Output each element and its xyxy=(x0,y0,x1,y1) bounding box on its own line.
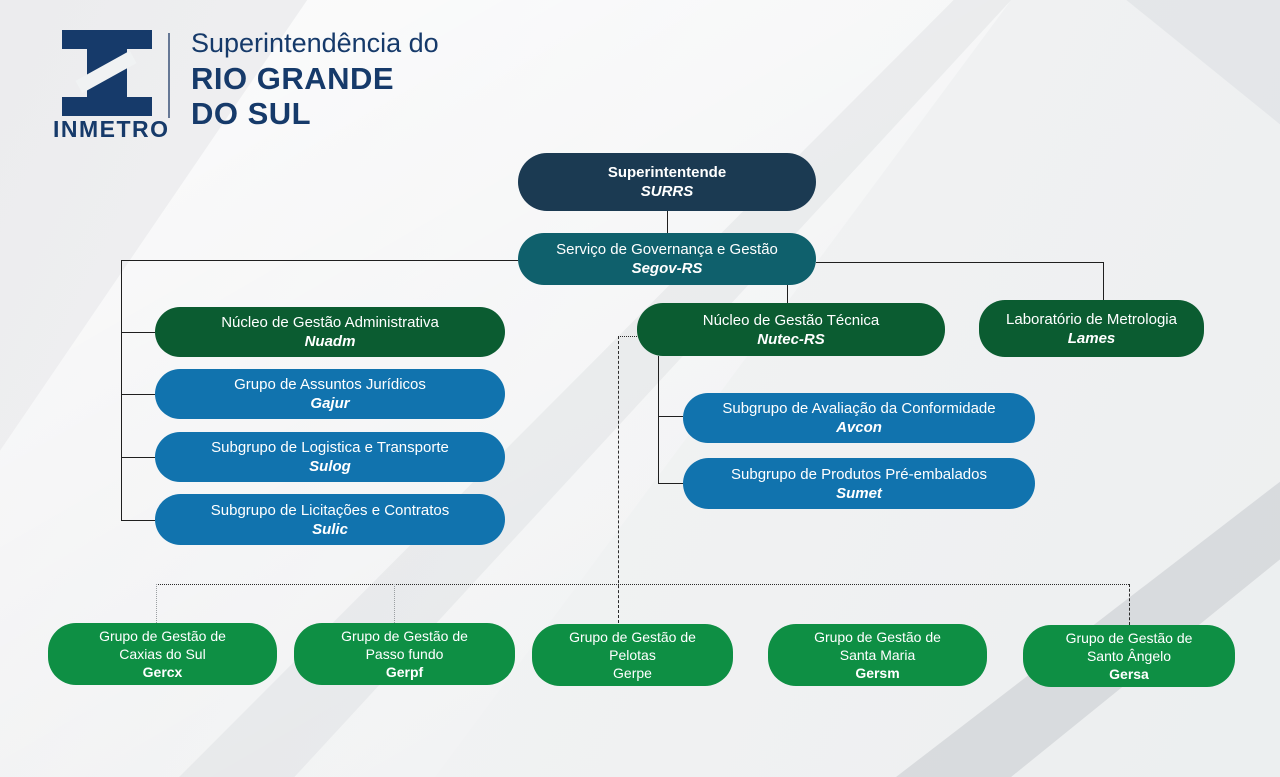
org-node-nuadm: Núcleo de Gestão Administrativa Nuadm xyxy=(155,307,505,357)
org-node-avcon: Subgrupo de Avaliação da Conformidade Av… xyxy=(683,393,1035,443)
org-node-gersm: Grupo de Gestão de Santa Maria Gersm xyxy=(768,624,987,686)
connector-stub-gersa xyxy=(1129,584,1130,625)
node-acronym: Gerpe xyxy=(613,665,652,681)
node-acronym: Lames xyxy=(1067,329,1116,347)
org-node-gerpe: Grupo de Gestão de Pelotas Gerpe xyxy=(532,624,733,686)
org-node-sumet: Subgrupo de Produtos Pré-embalados Sumet xyxy=(683,458,1035,509)
node-acronym: Gajur xyxy=(310,395,350,412)
node-acronym: Gercx xyxy=(142,664,183,680)
node-acronym: Gersm xyxy=(855,665,900,681)
connector-dashed-nutec-down xyxy=(618,336,619,623)
org-node-nutec: Núcleo de Gestão Técnica Nutec-RS xyxy=(637,303,945,356)
connector-nutec-trunk xyxy=(658,356,659,483)
header-title-line1: RIO GRANDE xyxy=(191,61,395,96)
connector-segov-nutec xyxy=(787,285,788,303)
org-node-gerpf: Grupo de Gestão de Passo fundo Gerpf xyxy=(294,623,515,685)
connector-stub-sulic xyxy=(121,520,155,521)
node-acronym: Gerpf xyxy=(385,664,424,680)
node-acronym: Gersa xyxy=(1109,666,1149,682)
connector-dotted-regional-bus xyxy=(156,584,1129,585)
org-node-lames: Laboratório de Metrologia Lames xyxy=(979,300,1204,357)
connector-stub-sumet xyxy=(658,483,683,484)
node-title: Serviço de Governança e Gestão xyxy=(556,241,778,258)
node-title: Subgrupo de Licitações e Contratos xyxy=(210,501,450,519)
connector-stub-gajur xyxy=(121,394,155,395)
inmetro-logo-icon xyxy=(62,30,152,116)
node-acronym: Nuadm xyxy=(304,333,356,350)
header-title-line2: DO SUL xyxy=(191,96,312,131)
node-acronym: Segov-RS xyxy=(631,260,703,277)
connector-stub-sulog xyxy=(121,457,155,458)
connector-segov-left-arm xyxy=(121,260,518,261)
node-acronym: SURRS xyxy=(640,183,694,200)
node-title: Subgrupo de Avaliação da Conformidade xyxy=(722,400,996,417)
connector-stub-nuadm xyxy=(121,332,155,333)
org-node-sulic: Subgrupo de Licitações e Contratos Sulic xyxy=(155,494,505,545)
node-acronym: Nutec-RS xyxy=(757,330,825,348)
node-title-line1: Grupo de Gestão de xyxy=(569,629,696,645)
org-node-gajur: Grupo de Assuntos Jurídicos Gajur xyxy=(155,369,505,419)
org-node-sulog: Subgrupo de Logistica e Transporte Sulog xyxy=(155,432,505,482)
node-title: Subgrupo de Produtos Pré-embalados xyxy=(731,465,987,483)
node-title: Superintentende xyxy=(607,164,727,181)
node-title: Laboratório de Metrologia xyxy=(1006,310,1177,328)
org-node-gercx: Grupo de Gestão de Caxias do Sul Gercx xyxy=(48,623,277,685)
node-title: Núcleo de Gestão Técnica xyxy=(702,311,880,329)
node-title: Subgrupo de Logistica e Transporte xyxy=(211,439,449,456)
node-title: Núcleo de Gestão Administrativa xyxy=(221,314,439,331)
node-title-line1: Grupo de Gestão de xyxy=(99,628,226,644)
header-divider xyxy=(168,33,170,118)
logo-bottom-bar xyxy=(62,97,152,116)
node-title-line2: Caxias do Sul xyxy=(119,646,206,662)
node-title-line2: Passo fundo xyxy=(365,646,444,662)
node-title-line1: Grupo de Gestão de xyxy=(1065,630,1193,646)
org-node-surrs: Superintentende SURRS xyxy=(518,153,816,211)
node-title-line2: Pelotas xyxy=(609,647,656,663)
inmetro-wordmark: INMETRO xyxy=(53,116,170,142)
org-node-segov: Serviço de Governança e Gestão Segov-RS xyxy=(518,233,816,285)
org-node-gersa: Grupo de Gestão de Santo Ângelo Gersa xyxy=(1023,625,1235,687)
connector-segov-right-arm xyxy=(816,262,1103,263)
connector-stub-gercx xyxy=(156,584,157,623)
connector-stub-gerpf xyxy=(394,584,395,623)
connector-surrs-segov xyxy=(667,211,668,233)
node-acronym: Sumet xyxy=(836,484,882,502)
node-acronym: Sulog xyxy=(309,458,351,475)
node-acronym: Avcon xyxy=(836,419,882,436)
node-title-line1: Grupo de Gestão de xyxy=(814,629,941,645)
header-subtitle: Superintendência do xyxy=(191,28,439,58)
node-title-line1: Grupo de Gestão de xyxy=(341,628,468,644)
node-title: Grupo de Assuntos Jurídicos xyxy=(234,376,426,393)
connector-left-trunk xyxy=(121,260,122,520)
node-acronym: Sulic xyxy=(312,520,348,538)
node-title-line2: Santo Ângelo xyxy=(1086,648,1172,664)
connector-dotted-nutec-exit xyxy=(618,336,637,337)
node-title-line2: Santa Maria xyxy=(839,647,916,663)
connector-stub-avcon xyxy=(658,416,683,417)
connector-to-lames xyxy=(1103,262,1104,300)
